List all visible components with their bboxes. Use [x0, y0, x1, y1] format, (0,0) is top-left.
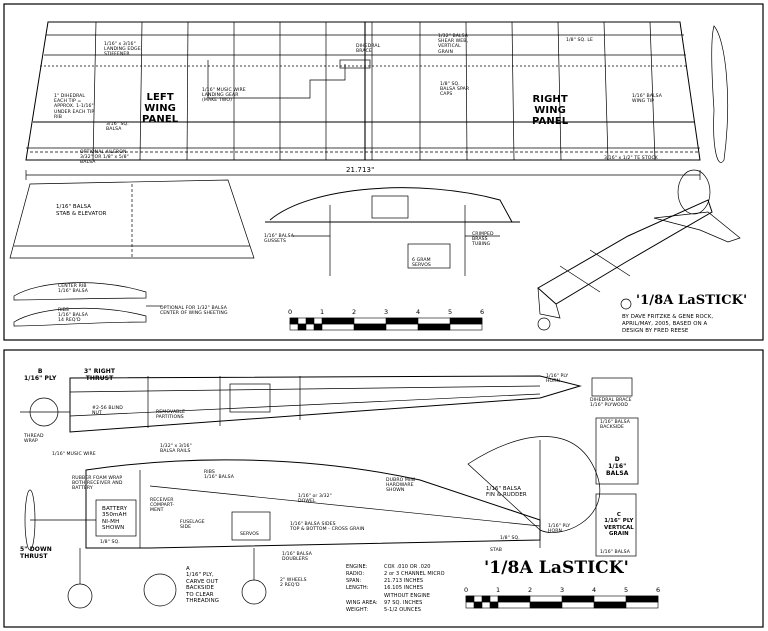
spec-val-radio: 2 or 3 CHANNEL MICRO [384, 571, 445, 577]
scale-top-tick-6: 6 [480, 308, 485, 316]
receiver-note: RECEIVER COMPART- MENT [150, 498, 175, 514]
dihedral-note: 1" DIHEDRAL EACH TIP = APPROX. 1-1/16" U… [54, 94, 95, 120]
dihedral-brace-note: DIHEDRAL BRACE [356, 44, 381, 55]
scale-bottom-tick-1: 1 [496, 586, 501, 594]
top-sheet-border [3, 3, 764, 341]
fuselage-side-note: FUSELAGE SIDE [180, 520, 205, 531]
landing-gear-note: 1/16" MUSIC WIRE LANDING GEAR (MAKE TWO) [202, 88, 246, 104]
c-balsa-note: 1/16" BALSA [600, 550, 630, 555]
te-stock-note: 3/16" x 1/2" TE STOCK [604, 156, 658, 161]
scale-top-tick-3: 3 [384, 308, 389, 316]
ply-horn-bottom-note: 1/16" PLY HORN [548, 524, 571, 535]
sq2-note: 1/8" SQ. [500, 536, 520, 541]
wing-tip-profile [711, 25, 728, 163]
removable-note: REMOVABLE PARTITIONS [156, 410, 186, 421]
scale-bottom-tick-2: 2 [528, 586, 533, 594]
landing-edge-note: 1/16" x 3/16" LANDING EDGE STIFFENER [104, 42, 141, 58]
music-wire-note: 1/16" MUSIC WIRE [52, 452, 96, 457]
center-rib-label: CENTER RIB 1/16" BALSA [58, 284, 88, 295]
stabilizer-planform [9, 179, 255, 259]
ply-horn-top-note: 1/16" PLY HORN [546, 374, 569, 385]
stab-side-note: STAB [490, 548, 503, 553]
plan-title-top: '1/8A LaSTICK' [636, 293, 748, 308]
scale-top-tick-1: 1 [320, 308, 325, 316]
d-balsa-top-note: 1/16" BALSA BACKSIDE [600, 420, 630, 431]
c-part-label: C 1/16" PLY VERTICAL GRAIN [604, 512, 634, 538]
scale-bar-top [289, 317, 483, 331]
tubing-note: CRIMPED BRASS TUBING [472, 232, 494, 248]
scale-bar-bottom [465, 595, 659, 609]
balsa-rails-note: 1/32" x 3/16" BALSA RAILS [160, 444, 192, 455]
shear-web-note: 1/32" BALSA SHEAR WEB, VERTICAL GRAIN [438, 34, 469, 55]
spec-key-wing-area: WING AREA: [346, 600, 378, 606]
sq-le-note: 1/8" SQ. LE [566, 38, 593, 43]
wing-planform [25, 21, 701, 180]
ribs-side-note: RIBS 1/16" BALSA [204, 470, 234, 481]
spec-key-span: SPAN: [346, 578, 362, 584]
d-part-label: D 1/16" BALSA [606, 456, 629, 477]
spec-key-engine: ENGINE: [346, 564, 368, 570]
sheeting-note: OPTIONAL FOR 1/32" BALSA CENTER OF WING … [160, 306, 228, 317]
b-ply-label: B 1/16" PLY [24, 368, 57, 382]
scale-top-tick-0: 0 [288, 308, 293, 316]
sq-note: 1/8" SQ. [100, 540, 120, 545]
down-thrust-note: 5" DOWN THRUST [20, 546, 52, 560]
spec-key-weight: WEIGHT: [346, 607, 369, 613]
plane-3d-view [537, 169, 741, 331]
gussets-note: 1/16" BALSA GUSSETS [264, 234, 294, 245]
fuselage-top-view [20, 375, 582, 433]
servos-side-note: SERVOS [240, 532, 259, 537]
scale-top-tick-2: 2 [352, 308, 357, 316]
fuselage-side-view [24, 436, 601, 609]
right-wing-panel: RIGHT WING PANEL [532, 94, 569, 127]
servos-note: 6 GRAM SERVOS [412, 258, 431, 269]
sq-balsa-note: 3/16" SQ. BALSA [106, 122, 129, 133]
scale-top-tick-4: 4 [416, 308, 421, 316]
span-dimension: 21.713" [346, 166, 375, 174]
spec-val-engine: COX .010 OR .020 [384, 564, 431, 570]
hardware-note: DUBRO MINI HARDWARE SHOWN [386, 478, 416, 494]
scale-bottom-tick-3: 3 [560, 586, 565, 594]
thread-wrap-note: THREAD WRAP [24, 434, 44, 445]
spec-key-length: LENGTH: [346, 585, 369, 591]
doublers-note: 1/16" BALSA DOUBLERS [282, 552, 312, 563]
plan-credit: BY DAVE FRITZKE & GENE ROCK, APRIL/MAY, … [622, 314, 714, 334]
spec-val-span: 21.713 INCHES [384, 578, 424, 584]
dowel-note: 1/16" or 3/32" DOWEL [298, 494, 332, 505]
stab-label: 1/16" BALSA STAB & ELEVATOR [56, 204, 107, 217]
spec-val-weight: 5-1/2 OUNCES [384, 607, 421, 613]
left-wing-panel: LEFT WING PANEL [142, 92, 179, 125]
right-thrust-note: 3" RIGHT THRUST [84, 368, 116, 382]
aileron-note: OPTIONAL AILERON 3/32" OR 1/8" x 5/8" BA… [80, 150, 129, 166]
rib-profiles [13, 282, 162, 327]
scale-top-tick-5: 5 [448, 308, 453, 316]
scale-bottom-tick-0: 0 [464, 586, 469, 594]
spec-key-radio: RADIO: [346, 571, 365, 577]
dihedral-brace-part-note: DIHEDRAL BRACE 1/16" PLYWOOD [590, 398, 632, 409]
wheels-note: 2" WHEELS 2 REQ'D [280, 578, 307, 589]
fin-rudder-note: 1/16" BALSA FIN & RUDDER [486, 486, 527, 499]
foam-wrap-note: RUBBER FOAM WRAP BOTH RECEIVER AND BATTE… [72, 476, 123, 492]
battery-note: BATTERY 350mAH NI-MH SHOWN [102, 506, 128, 532]
spec-val-wing-area: 97 SQ. INCHES [384, 600, 423, 606]
bottom-sheet-border [3, 349, 764, 628]
balsa-sides-note: 1/16" BALSA SIDES TOP & BOTTOM - CROSS G… [290, 522, 365, 533]
wing-tip-note: 1/16" BALSA WING TIP [632, 94, 662, 105]
scale-bottom-tick-5: 5 [624, 586, 629, 594]
scale-bottom-tick-6: 6 [656, 586, 661, 594]
spar-caps-note: 1/8" SQ. BALSA SPAR CAPS [440, 82, 470, 98]
scale-bottom-tick-4: 4 [592, 586, 597, 594]
fuselage-cross-section [265, 187, 520, 276]
ribs-label: RIBS 1/16" BALSA 14 REQ'D [58, 308, 88, 324]
spec-val-length: 16.105 INCHES WITHOUT ENGINE [384, 585, 431, 599]
blind-nut-note: #2-56 BLIND NUT [92, 406, 123, 417]
ply-carve-note: A 1/16" PLY, CARVE OUT BACKSIDE TO CLEAR… [186, 566, 220, 605]
plan-title-bottom: '1/8A LaSTICK' [484, 558, 629, 578]
small-parts [591, 377, 639, 557]
